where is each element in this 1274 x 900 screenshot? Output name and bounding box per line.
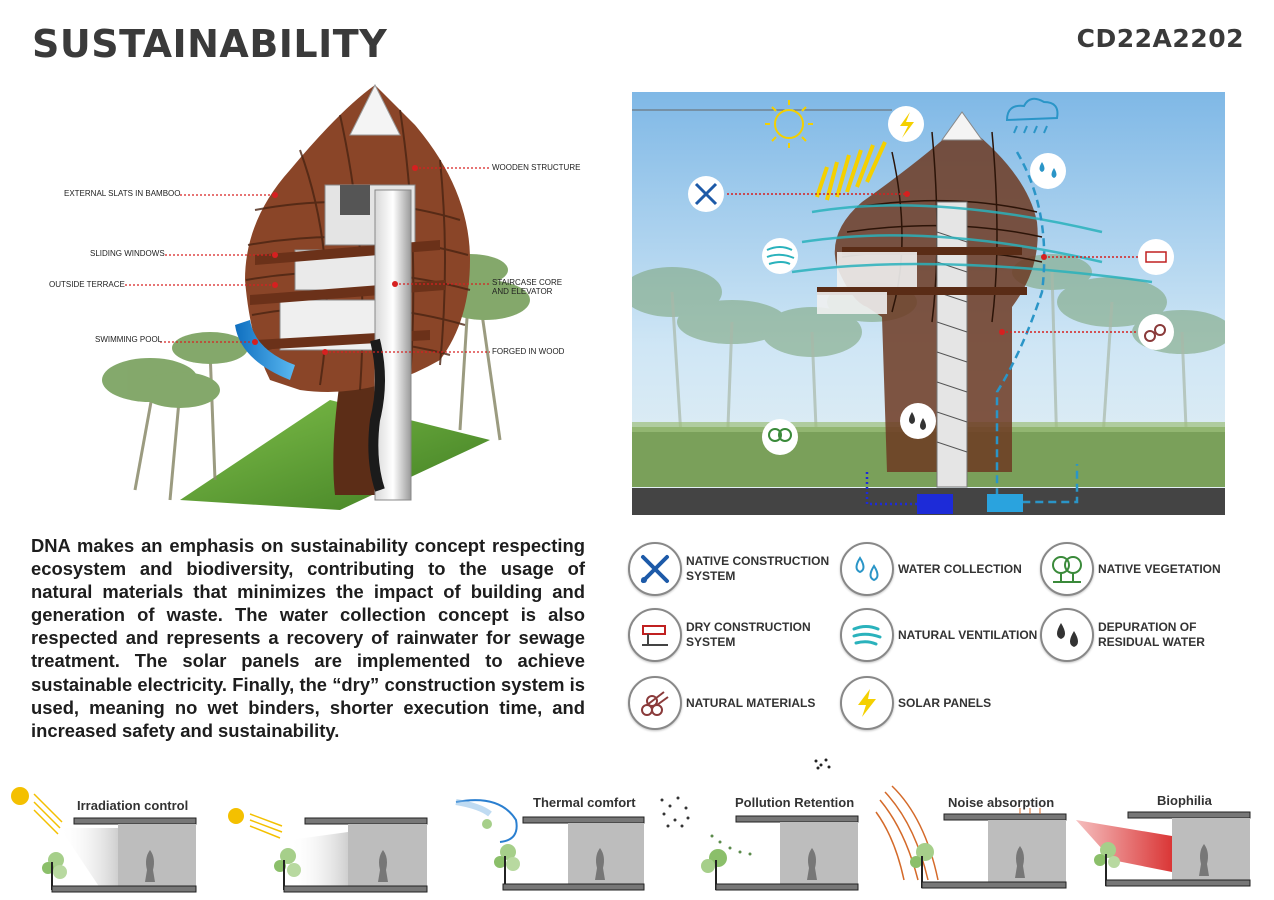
wind-icon [840,608,894,662]
axonometric-drawing: EXTERNAL SLATS IN BAMBOO SLIDING WINDOWS… [40,80,600,510]
label-irradiation-control: Irradiation control [77,798,189,813]
legend-native-vegetation-label: NATIVE VEGETATION [1098,561,1221,576]
legend-water-collection-label: WATER COLLECTION [898,561,1022,576]
diagram-thermal [455,799,645,891]
label-swimming-pool: SWIMMING POOL [95,335,163,344]
legend-native-vegetation: NATIVE VEGETATION [1040,542,1221,596]
cone-roof [349,83,401,136]
legend-dry-construction: DRY CONSTRUCTION SYSTEM [628,608,811,662]
legend-natural-ventilation: NATURAL VENTILATION [840,608,1037,662]
label-outside-terrace: OUTSIDE TERRACE [49,280,125,289]
tower-structure [834,122,1038,472]
legend-native-construction-line1: NATIVE CONSTRUCTION [686,554,830,568]
label-and-elevator: AND ELEVATOR [492,287,553,296]
label-forged-in-wood: FORGED IN WOOD [492,347,565,356]
label-biophilia: Biophilia [1157,793,1212,808]
legend-dry-construction-line1: DRY CONSTRUCTION [686,620,811,634]
lightning-icon [840,676,894,730]
page-title: SUSTAINABILITY [32,22,388,66]
section-icon-badges [688,106,1174,455]
legend-depuration-line2: RESIDUAL WATER [1098,635,1205,649]
decorative-dots [814,758,831,770]
section-drawing [632,92,1225,515]
legend-native-construction-line2: SYSTEM [686,569,736,583]
legend-natural-materials: NATURAL MATERIALS [628,676,815,730]
label-noise-absorption: Noise absorption [948,795,1055,810]
trees-icon [1040,542,1094,596]
diagram-pollution [660,796,859,891]
legend-solar-panels: SOLAR PANELS [840,676,991,730]
section-core [936,201,968,488]
diagram-biophilia [1076,811,1251,887]
logs-icon [628,676,682,730]
tank-dark [917,494,953,514]
dark-drops-icon [1040,608,1094,662]
rain-cloud-icon [1005,97,1059,134]
axonometric-illustration [102,83,530,510]
wind-flow [791,204,1153,284]
legend-natural-ventilation-label: NATURAL VENTILATION [898,627,1038,642]
section-illustration [632,92,1225,515]
legend-dry-construction-line2: SYSTEM [686,635,736,649]
tank-light [987,494,1023,512]
legend-natural-materials-label: NATURAL MATERIALS [686,695,816,710]
sustainability-description: DNA makes an emphasis on sustainability … [31,535,585,741]
label-wooden-structure: WOODEN STRUCTURE [492,163,581,172]
sun-icon [765,100,813,148]
legend: NATIVE CONSTRUCTION SYSTEM WATER COLLECT… [628,540,1248,740]
swimming-pool [235,320,295,380]
label-external-slats: EXTERNAL SLATS IN BAMBOO [64,189,181,198]
legend-native-construction: NATIVE CONSTRUCTION SYSTEM [628,542,829,596]
legend-solar-panels-label: SOLAR PANELS [898,695,992,710]
project-code: CD22A2202 [1076,24,1244,53]
water-drops-icon [840,542,894,596]
diagram-irradiation-1 [11,787,197,893]
tools-icon [628,542,682,596]
diagram-irradiation-2 [228,808,428,893]
legend-depuration: DEPURATION OF RESIDUAL WATER [1040,608,1205,662]
label-pollution-retention: Pollution Retention [735,795,855,810]
sewing-machine-icon [628,608,682,662]
label-staircase-core: STAIRCASE CORE [492,278,563,287]
label-sliding-windows: SLIDING WINDOWS [90,249,165,258]
legend-water-collection: WATER COLLECTION [840,542,1022,596]
strategy-diagrams [11,785,1251,893]
water-collection-path [995,151,1079,504]
label-thermal-comfort: Thermal comfort [533,795,636,810]
legend-depuration-line1: DEPURATION OF [1098,620,1197,634]
strategy-strip: Irradiation control Thermal comfort Poll… [0,780,1274,900]
diagram-noise [875,785,1067,889]
